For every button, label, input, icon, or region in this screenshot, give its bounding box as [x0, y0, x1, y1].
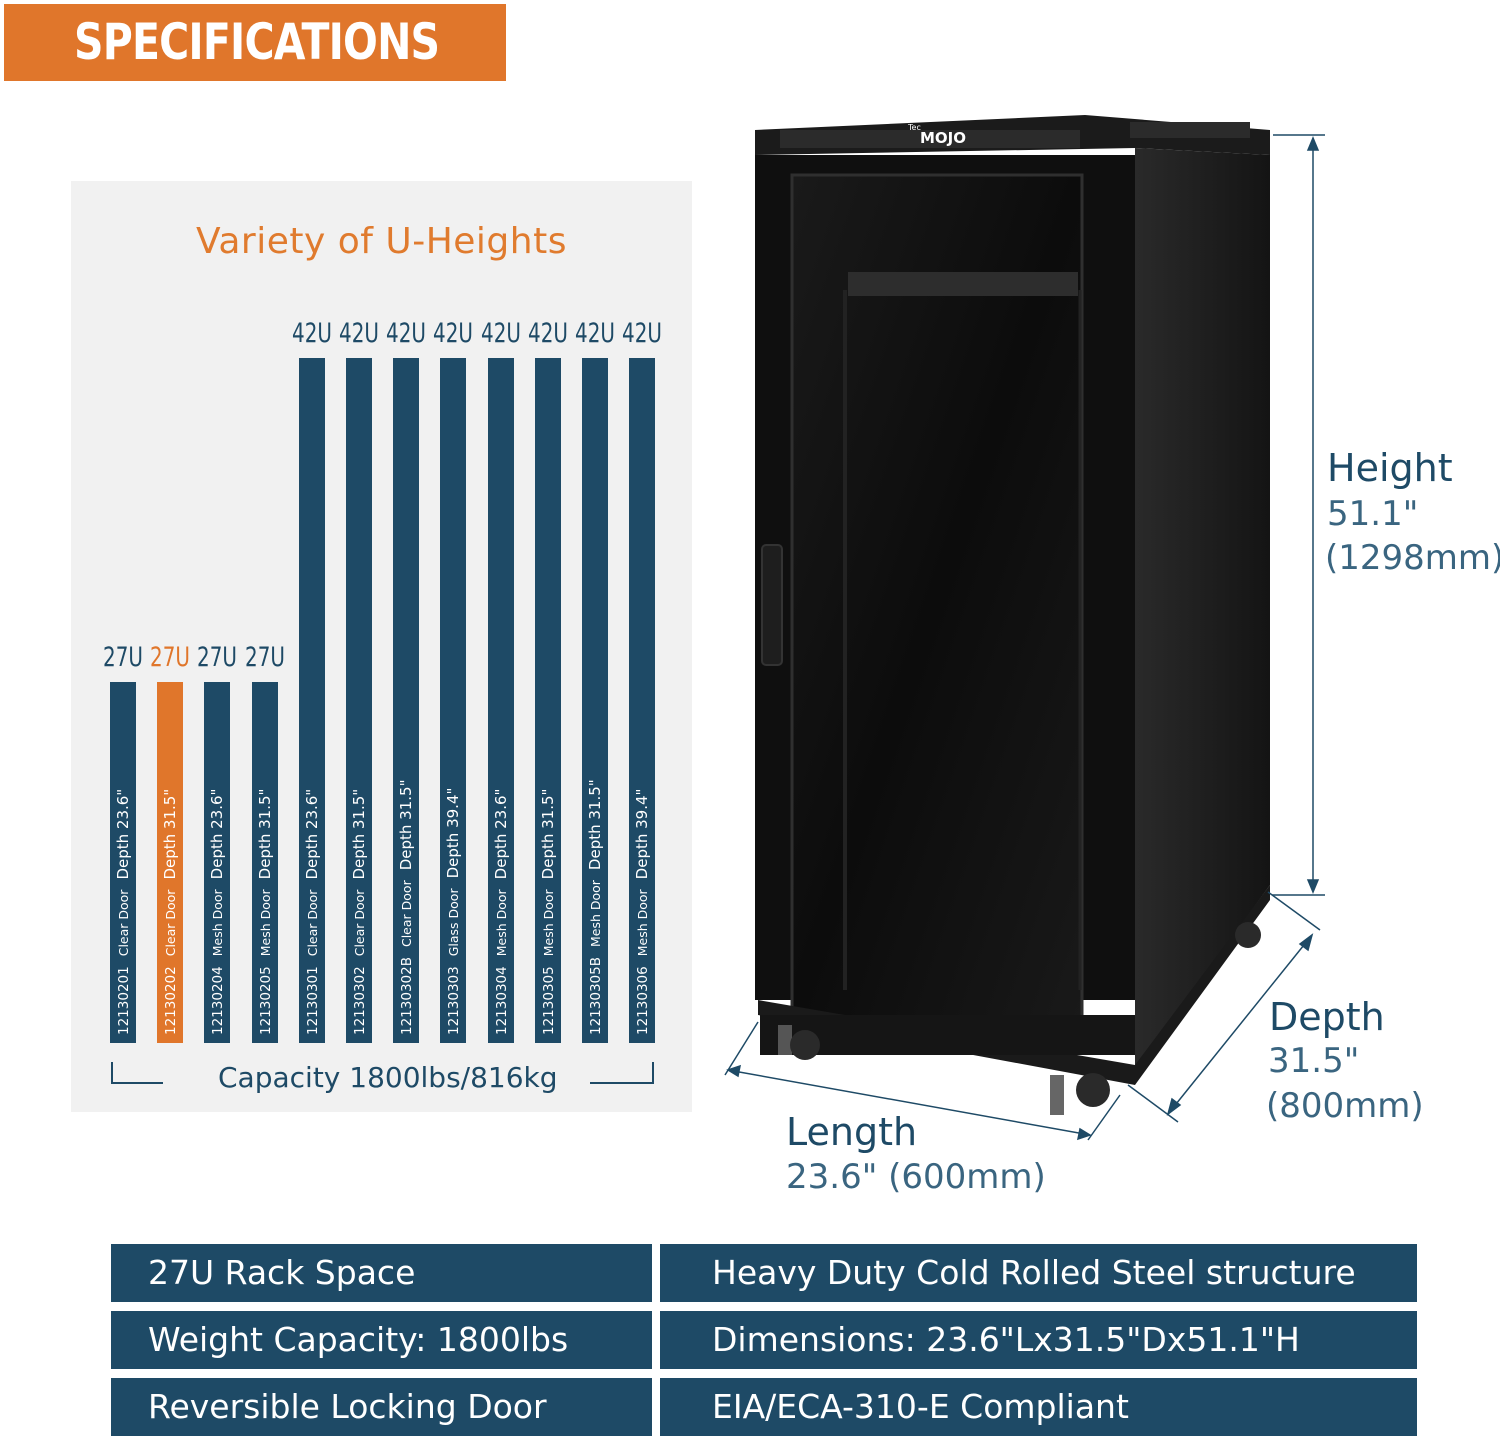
height-mm: (1298mm)	[1325, 538, 1500, 578]
tec-logo: Tec	[907, 123, 921, 132]
depth-inches: 31.5"	[1268, 1041, 1360, 1081]
model-bar: 12130301Clear DoorDepth 23.6"	[299, 358, 325, 1043]
model-bar: 12130305BMesh DoorDepth 31.5"	[582, 358, 608, 1043]
model-bar: 12130304Mesh DoorDepth 23.6"	[488, 358, 514, 1043]
depth-label: Depth	[1269, 995, 1385, 1039]
spec-cell-r3c1: Reversible Locking Door	[111, 1378, 652, 1436]
u-height-label: 42U	[433, 318, 473, 349]
u-height-label: 27U	[197, 642, 237, 673]
capacity-bracket-right	[590, 1062, 654, 1084]
model-bar: 12130306Mesh DoorDepth 39.4"	[629, 358, 655, 1043]
spec-cell-r3c2: EIA/ECA-310-E Compliant	[660, 1378, 1417, 1436]
u-height-label: 42U	[292, 318, 332, 349]
u-height-label: 42U	[622, 318, 662, 349]
u-height-label: 27U	[245, 642, 285, 673]
u-height-label: 42U	[386, 318, 426, 349]
spec-cell-r1c2: Heavy Duty Cold Rolled Steel structure	[660, 1244, 1417, 1302]
spec-cell-r2c1: Weight Capacity: 1800lbs	[111, 1311, 652, 1369]
banner-title: SPECIFICATIONS	[74, 13, 440, 71]
rack-cabinet-image: MOJO Tec	[755, 115, 1270, 1115]
depth-mm: (800mm)	[1266, 1086, 1424, 1126]
u-height-label: 42U	[481, 318, 521, 349]
model-bar: 12130305Mesh DoorDepth 31.5"	[535, 358, 561, 1043]
u-height-label: 27U	[150, 642, 190, 673]
height-label: Height	[1327, 446, 1453, 490]
spec-cell-r2c2: Dimensions: 23.6"Lx31.5"Dx51.1"H	[660, 1311, 1417, 1369]
length-label: Length	[786, 1110, 918, 1154]
panel-title: Variety of U-Heights	[196, 221, 567, 262]
capacity-label: Capacity 1800lbs/816kg	[218, 1061, 558, 1094]
model-bar: 12130202Clear DoorDepth 31.5"	[157, 682, 183, 1043]
model-bar: 12130204Mesh DoorDepth 23.6"	[204, 682, 230, 1043]
model-bar: 12130303Glass DoorDepth 39.4"	[440, 358, 466, 1043]
u-height-label: 42U	[528, 318, 568, 349]
capacity-bracket-left	[111, 1062, 163, 1084]
model-bar: 12130201Clear DoorDepth 23.6"	[110, 682, 136, 1043]
model-bar: 12130205Mesh DoorDepth 31.5"	[252, 682, 278, 1043]
model-bar: 12130302BClear DoorDepth 31.5"	[393, 358, 419, 1043]
u-height-label: 42U	[339, 318, 379, 349]
model-bar: 12130302Clear DoorDepth 31.5"	[346, 358, 372, 1043]
specifications-banner: SPECIFICATIONS	[4, 4, 506, 81]
height-inches: 51.1"	[1327, 494, 1419, 534]
length-value: 23.6" (600mm)	[786, 1157, 1046, 1197]
spec-cell-r1c1: 27U Rack Space	[111, 1244, 652, 1302]
mojo-logo: MOJO	[920, 129, 966, 147]
u-height-label: 42U	[575, 318, 615, 349]
u-height-label: 27U	[103, 642, 143, 673]
